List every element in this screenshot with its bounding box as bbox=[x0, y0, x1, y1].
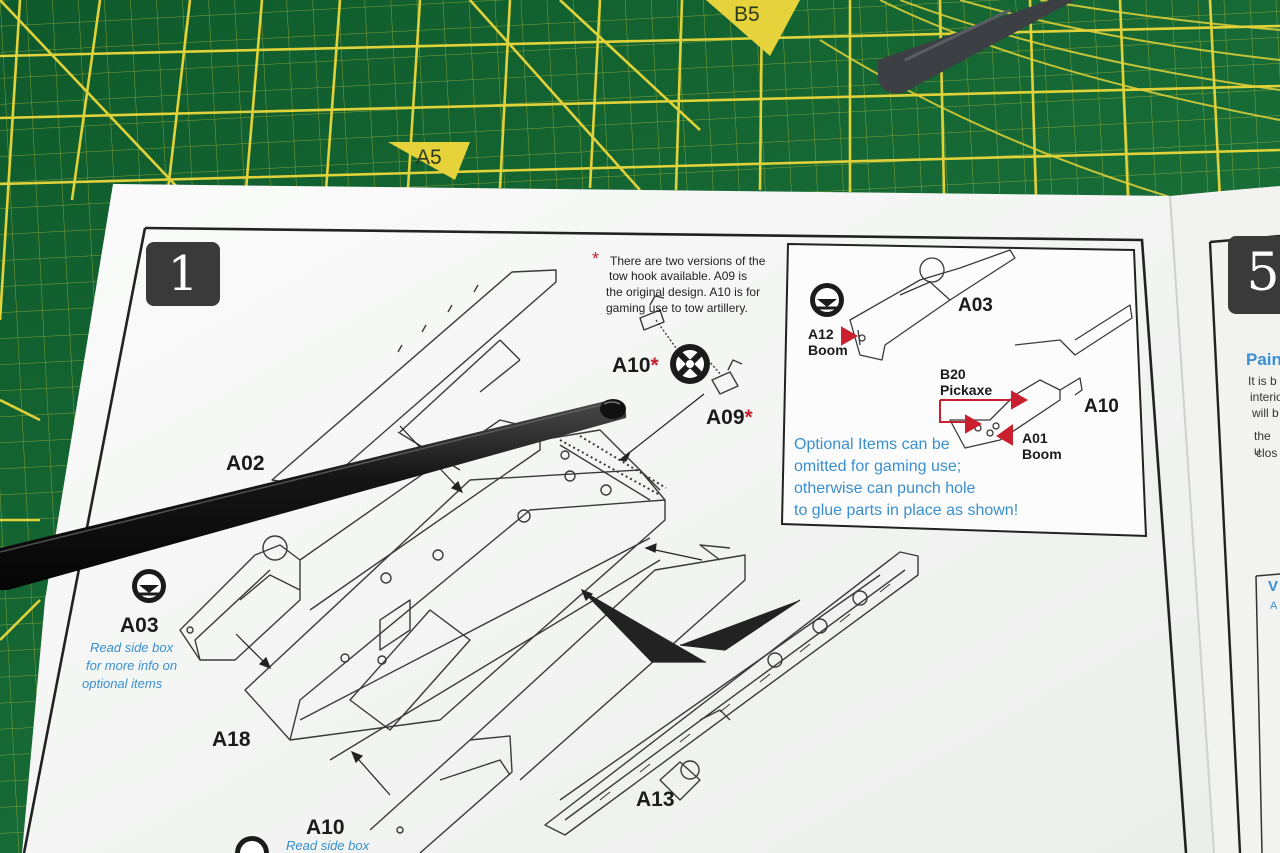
side-note-line-3: optional items bbox=[82, 676, 163, 691]
black-rod bbox=[0, 399, 627, 590]
optional-symbol-icon-left bbox=[132, 569, 166, 603]
inset-b20-line2: Pickaxe bbox=[940, 382, 993, 398]
right-line-2: interio bbox=[1250, 390, 1280, 404]
inset-a01-line2: Boom bbox=[1022, 446, 1062, 462]
side-note-line-2: for more info on bbox=[86, 658, 178, 673]
mat-label-b5: B5 bbox=[734, 3, 760, 26]
side-note-line-1: Read side box bbox=[90, 640, 174, 655]
inset-label-a03: A03 bbox=[958, 295, 993, 316]
part-label-a03: A03 bbox=[120, 614, 159, 637]
inset-label-a10: A10 bbox=[1084, 396, 1119, 417]
part-label-a10: A10 bbox=[306, 816, 345, 839]
instruction-page-right bbox=[1170, 186, 1280, 853]
part-label-a09-star: A09* bbox=[706, 406, 753, 430]
optional-symbol-icon bbox=[810, 283, 844, 317]
right-line-1: It is b bbox=[1248, 374, 1277, 388]
part-label-a10-text: A10 bbox=[612, 354, 651, 377]
inset-b20-line1: B20 bbox=[940, 366, 966, 382]
inset-label-b20: B20 Pickaxe bbox=[940, 366, 992, 398]
part-label-a13: A13 bbox=[636, 788, 675, 811]
choose-one-icon bbox=[670, 344, 710, 384]
part-label-a02: A02 bbox=[226, 452, 265, 475]
note-line-1: There are two versions of the bbox=[610, 254, 766, 268]
right-line-4: the u bbox=[1254, 429, 1271, 458]
optional-line-2: omitted for gaming use; bbox=[794, 458, 962, 475]
right-page-letter: V bbox=[1268, 578, 1279, 595]
note-asterisk: * bbox=[592, 249, 600, 269]
optional-symbol-icon-bottom bbox=[235, 836, 269, 853]
optional-line-3: otherwise can punch hole bbox=[794, 480, 976, 497]
right-line-5: clos bbox=[1256, 446, 1278, 460]
inset-a01-line1: A01 bbox=[1022, 430, 1048, 446]
note-line-4: gaming use to tow artillery. bbox=[606, 301, 748, 315]
inset-a12-line2: Boom bbox=[808, 342, 848, 358]
right-line-3: will b bbox=[1252, 406, 1279, 420]
star-mark: * bbox=[650, 354, 659, 377]
assembly-arrows bbox=[235, 393, 801, 796]
note-line-2: tow hook available. A09 is bbox=[609, 269, 748, 283]
side-note-bottom: Read side box bbox=[286, 838, 370, 853]
inset-label-a12: A12 Boom bbox=[808, 326, 848, 358]
inset-label-a01: A01 Boom bbox=[1022, 430, 1062, 462]
star-mark-2: * bbox=[744, 406, 753, 429]
right-page-sub: A bbox=[1270, 600, 1278, 612]
note-line-3: the original design. A10 is for bbox=[606, 285, 761, 299]
inset-a12-line1: A12 bbox=[808, 326, 834, 342]
right-page-heading: Pain bbox=[1246, 350, 1280, 369]
optional-line-1: Optional Items can be bbox=[794, 436, 950, 453]
optional-line-4: to glue parts in place as shown! bbox=[794, 502, 1019, 519]
part-label-a10-star: A10* bbox=[612, 354, 659, 378]
optional-items-inset bbox=[780, 242, 1148, 538]
part-label-a09-text: A09 bbox=[706, 406, 745, 429]
mat-grid bbox=[0, 0, 1280, 641]
mat-label-a5: A5 bbox=[416, 146, 442, 169]
next-step-number: 5 bbox=[1228, 236, 1280, 314]
step-number: 1 bbox=[146, 242, 220, 306]
part-label-a18: A18 bbox=[212, 728, 251, 751]
tweezers bbox=[878, 0, 1075, 94]
